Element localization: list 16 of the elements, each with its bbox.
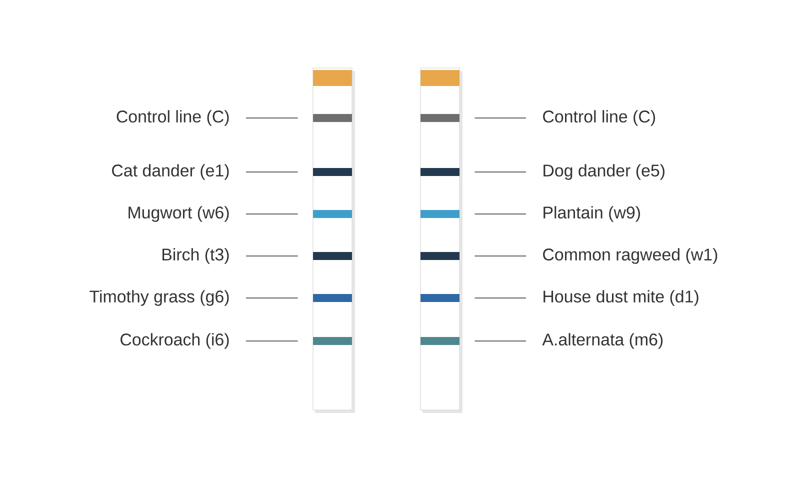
allergen-label: House dust mite (d1): [544, 290, 698, 306]
leader-line: [474, 340, 526, 342]
allergen-label: Dog dander (e5): [544, 164, 664, 180]
allergen-label: Mugwort (w6): [128, 206, 229, 222]
allergen-label: A.alternata (m6): [542, 333, 663, 349]
allergen-label: Control line (C): [543, 110, 655, 126]
allergen-label: Plantain (w9): [544, 206, 640, 222]
allergen-label: Cat dander (e1): [112, 164, 229, 180]
allergen-label: Cockroach (i6): [120, 333, 229, 349]
allergen-label: Birch (t3): [162, 248, 229, 264]
sample-pad: [420, 70, 460, 86]
leader-line: [246, 340, 298, 342]
allergen-label: Control line (C): [116, 110, 229, 126]
sample-pad: [313, 70, 352, 86]
allergen-label: Timothy grass (g6): [90, 290, 229, 306]
allergen-label: Common ragweed (w1): [543, 248, 718, 264]
